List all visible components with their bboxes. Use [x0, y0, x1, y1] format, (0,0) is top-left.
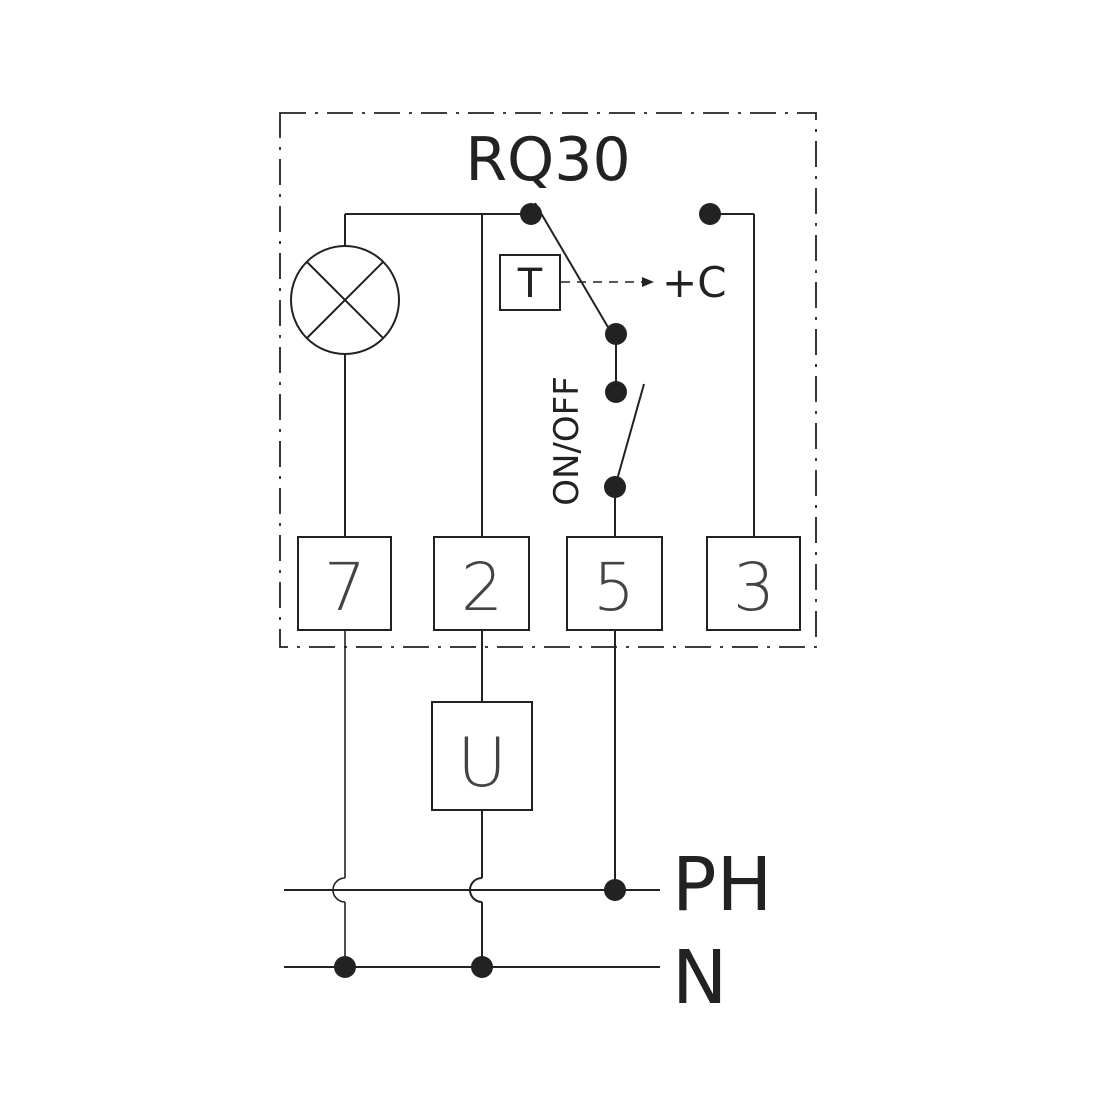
terminal-5-label: 5: [593, 549, 635, 626]
thermostat-label: T: [517, 261, 543, 307]
terminal-3: 3: [706, 536, 801, 631]
lamp-icon: [290, 245, 400, 355]
terminal-7-label: 7: [324, 549, 366, 626]
setpoint-label: +C: [662, 258, 727, 307]
thermostat-box: [499, 254, 561, 311]
terminal-2: 2: [433, 536, 530, 631]
switch-label: ON/OFF: [547, 376, 587, 506]
terminal-2-label: 2: [461, 549, 503, 626]
contact-dots: [520, 203, 721, 498]
internal-wiring: [344, 202, 755, 537]
neutral-label: N: [672, 935, 727, 1021]
terminal-7: 7: [297, 536, 392, 631]
terminal-3-label: 3: [733, 549, 775, 626]
junction-dots: [334, 879, 626, 978]
device-enclosure: [279, 112, 817, 648]
load-box: U: [431, 701, 533, 811]
phase-label: PH: [672, 842, 772, 928]
device-title: RQ30: [465, 125, 630, 195]
terminal-5: 5: [566, 536, 663, 631]
load-label: U: [457, 724, 507, 803]
